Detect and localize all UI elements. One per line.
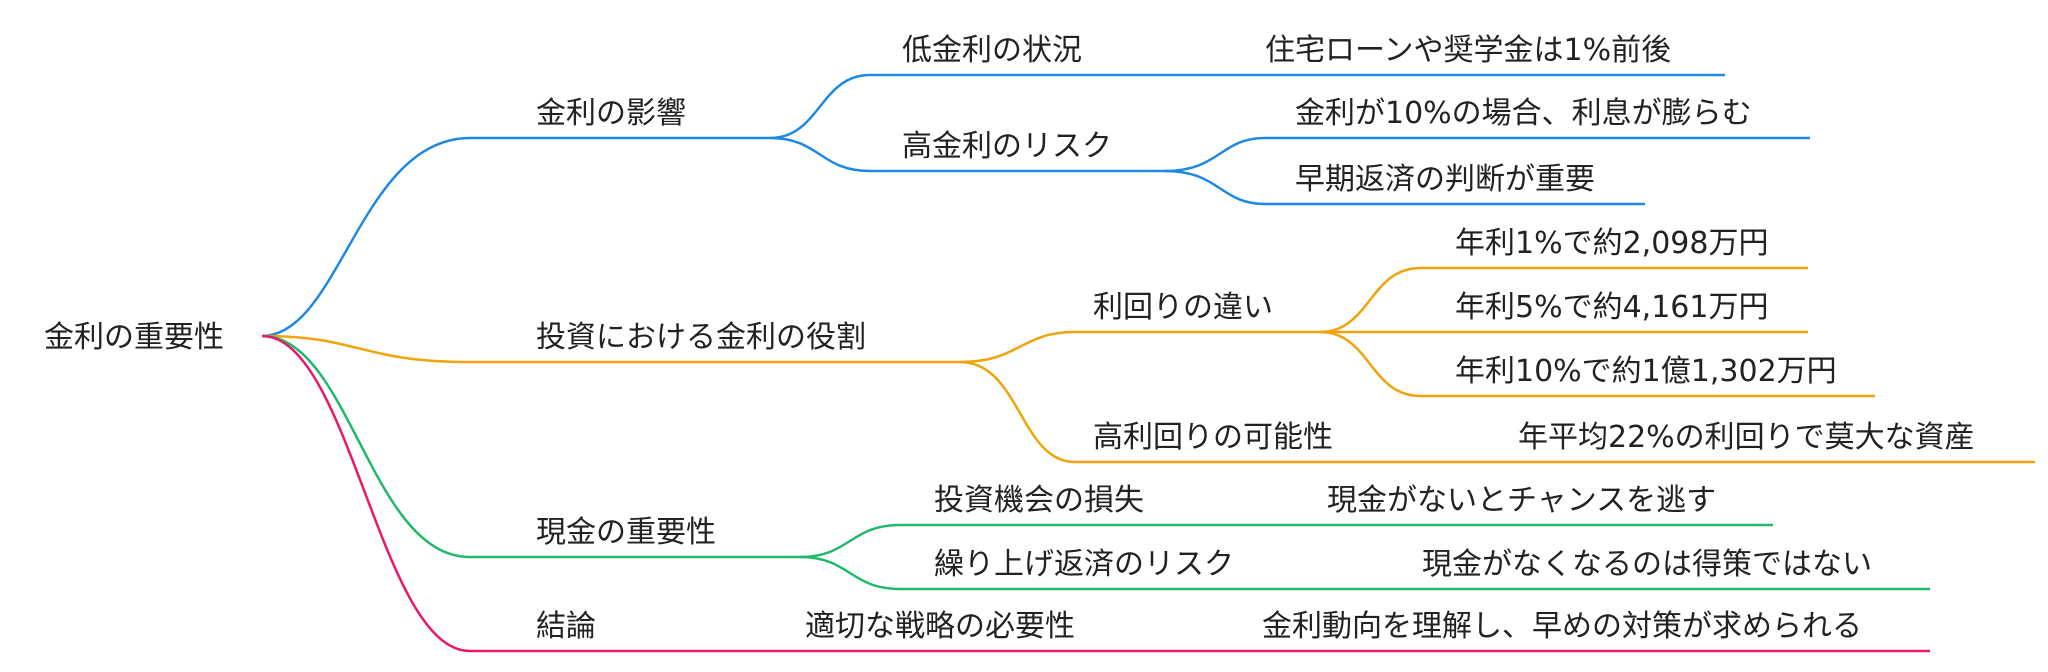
leaf-label-strategy-detail: 金利動向を理解し、早めの対策が求められる (1262, 609, 1862, 644)
connector-opportunity-loss (799, 523, 901, 559)
branch-label-cash: 現金の重要性 (536, 515, 716, 550)
leaf-label-high-rate-detail-2: 早期返済の判断が重要 (1295, 162, 1595, 197)
node-label-high-yield: 高利回りの可能性 (1093, 420, 1333, 455)
node-label-strategy: 適切な戦略の必要性 (805, 609, 1075, 644)
root-label: 金利の重要性 (44, 320, 224, 355)
leaf-label-yield-5: 年利5%で約4,161万円 (1455, 290, 1768, 325)
connector-root-to-cash (261, 334, 471, 559)
connector-root-to-rate-impact (261, 136, 471, 338)
node-label-low-rate: 低金利の状況 (902, 33, 1082, 68)
connector-root-to-conclusion (261, 334, 471, 653)
connector-high-rate-detail-1 (1164, 136, 1266, 173)
connector-high-yield (959, 360, 1076, 464)
connector-yield-1 (1319, 266, 1421, 334)
node-label-prepay-risk: 繰り上げ返済のリスク (934, 547, 1234, 582)
connector-low-rate (769, 73, 871, 140)
node-label-high-rate: 高金利のリスク (902, 129, 1112, 164)
branch-label-conclusion: 結論 (536, 609, 596, 644)
connector-root-to-investment (261, 334, 471, 364)
node-label-yield-diff: 利回りの違い (1093, 290, 1273, 325)
leaf-label-prepay-risk-detail: 現金がなくなるのは得策ではない (1422, 547, 1872, 582)
connector-yield-diff (959, 330, 1076, 364)
branch-label-investment: 投資における金利の役割 (536, 320, 866, 355)
connector-high-rate-detail-2 (1164, 169, 1266, 206)
leaf-label-yield-1: 年利1%で約2,098万円 (1455, 226, 1768, 261)
leaf-label-yield-10: 年利10%で約1億1,302万円 (1455, 354, 1837, 389)
connector-prepay-risk (799, 555, 901, 591)
branch-label-rate-impact: 金利の影響 (536, 96, 686, 131)
connector-yield-10 (1319, 330, 1421, 398)
leaf-label-opportunity-loss-detail: 現金がないとチャンスを逃す (1327, 483, 1716, 518)
node-label-opportunity-loss: 投資機会の損失 (934, 483, 1144, 518)
connector-high-rate (769, 136, 871, 173)
leaf-label-high-rate-detail-1: 金利が10%の場合、利息が膨らむ (1295, 96, 1752, 131)
leaf-label-high-yield-detail: 年平均22%の利回りで莫大な資産 (1518, 420, 1975, 455)
leaf-label-low-rate-detail: 住宅ローンや奨学金は1%前後 (1265, 33, 1671, 68)
